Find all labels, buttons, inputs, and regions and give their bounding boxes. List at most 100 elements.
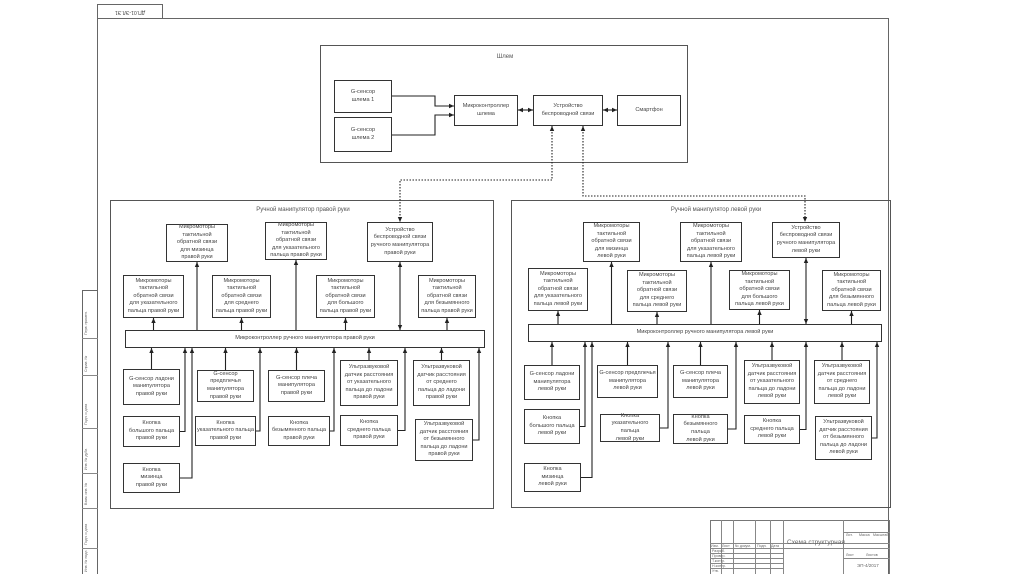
left-ur-to-mcu-arrow: [872, 342, 880, 439]
right-tactile-middle-box: Микромоторы тактильной обратной связи дл…: [212, 275, 271, 318]
left-ultrasound-ring-box: Ультразвуковой датчик расстояния от безы…: [815, 416, 872, 460]
right-button-middle-box: Кнопка среднего пальца правой руки: [340, 415, 398, 446]
right-g-sensor-shoulder-box: G-сенсор плеча манипулятора правой руки: [268, 370, 325, 402]
title-block-rule: [783, 548, 890, 549]
side-strip-divider: [82, 428, 98, 429]
left-g-sensor-forearm-box: G-сенсор предплечья манипулятора левой р…: [597, 365, 658, 398]
drawing-code: ЭП-4/2017: [857, 563, 879, 568]
helmet-left-hand-wireless-link: [580, 126, 808, 222]
left-g-sensor-palm-box: G-сенсор ладони манипулятора левой руки: [524, 365, 580, 400]
side-strip-divider: [82, 375, 98, 376]
right-bp-to-mcu-arrow: [180, 348, 195, 479]
left-hand-title: Ручной манипулятор левой руки: [670, 207, 762, 213]
left-bp-to-mcu-arrow: [581, 342, 595, 479]
right-hand-group: [110, 200, 494, 509]
left-g-sensor-shoulder-box: G-сенсор плеча манипулятора левой руки: [673, 365, 728, 398]
g-sensor-helmet-2-box: G-сенсор шлема 2: [334, 117, 392, 152]
helmet-g2-to-mcu-arrow: [392, 112, 454, 136]
title-block-role: Разраб.: [712, 549, 725, 553]
right-bm-to-mcu-arrow: [398, 348, 408, 432]
title-block-rule: [710, 548, 783, 549]
g-sensor-helmet-1-box: G-сенсор шлема 1: [334, 80, 392, 113]
left-bi-to-mcu-arrow: [660, 342, 671, 429]
title-block-role: Н.контр.: [712, 564, 726, 568]
left-button-ring-box: Кнопка безымянного пальца левой руки: [673, 414, 728, 444]
right-ur-to-mcu-arrow: [473, 348, 482, 441]
side-strip: [82, 290, 98, 574]
left-tactile-middle-box: Микромоторы тактильной обратной связи дл…: [627, 270, 687, 312]
title-block-rule: [710, 568, 783, 569]
right-tactile-index-top-box: Микромоторы тактильной обратной связи дл…: [265, 222, 327, 260]
left-ultrasound-middle-box: Ультразвуковой датчик расстояния от сред…: [814, 360, 870, 404]
right-hand-mcu-box: Микроконтроллер ручного манипулятора пра…: [125, 330, 485, 348]
title-block-rule: [710, 558, 783, 559]
helmet-title: Шлем: [496, 54, 514, 60]
title-block-rule: [755, 520, 756, 574]
right-hand-wireless-box: Устройство беспроводной связи ручного ма…: [367, 222, 433, 262]
title-block-role: Провер.: [712, 554, 726, 558]
title-block-role: Т.контр.: [712, 559, 726, 563]
title-block: [710, 520, 890, 574]
title-block-rule: [710, 543, 890, 544]
title-block-rule: [710, 563, 783, 564]
title-block-rule: [710, 553, 783, 554]
helmet-wireless-box: Устройство беспроводной связи: [533, 95, 603, 126]
helmet-g1-to-mcu-arrow: [392, 95, 454, 109]
title-block-rule: [783, 520, 784, 574]
helmet-right-hand-wireless-link: [397, 126, 555, 222]
right-g-sensor-forearm-box: G-сенсор предплечья манипулятора правой …: [197, 370, 254, 402]
left-button-middle-box: Кнопка среднего пальца левой руки: [744, 415, 800, 444]
right-hand-title: Ручной манипулятор правой руки: [256, 207, 350, 213]
right-tactile-pinky-box: Микромоторы тактильной обратной связи дл…: [166, 224, 228, 262]
side-strip-divider: [82, 338, 98, 339]
left-bm-to-mcu-arrow: [800, 342, 809, 431]
title-block-header: Изм.: [711, 544, 719, 548]
title-block-lit: Лит.: [846, 533, 853, 537]
title-block-scale: Масштаб: [873, 533, 889, 537]
side-strip-divider: [82, 548, 98, 549]
right-button-ring-box: Кнопка безымянного пальца правой руки: [268, 416, 330, 446]
title-block-sheets: Листов: [866, 553, 878, 557]
right-button-pinky-box: Кнопка мизинца правой руки: [123, 463, 180, 493]
title-block-rule: [843, 520, 844, 574]
left-br-to-mcu-arrow: [728, 342, 739, 430]
right-ultrasound-middle-box: Ультразвуковой датчик расстояния от сред…: [413, 360, 470, 406]
title-block-rule: [843, 532, 890, 533]
left-tactile-ring-box: Микромоторы тактильной обратной связи дл…: [822, 270, 881, 311]
smartphone-box: Смартфон: [617, 95, 681, 126]
left-hand-mcu-box: Микроконтроллер ручного манипулятора лев…: [528, 324, 882, 342]
left-tactile-thumb-box: Микромоторы тактильной обратной связи дл…: [729, 270, 790, 310]
right-ultrasound-ring-box: Ультразвуковой датчик расстояния от безы…: [415, 419, 473, 461]
left-tactile-pinky-box: Микромоторы тактильной обратной связи дл…: [583, 222, 640, 262]
title-block-header: Лист: [722, 544, 730, 548]
left-tactile-index-top-box: Микромоторы тактильной обратной связи дл…: [680, 222, 742, 262]
helmet-mcu-box: Микроконтроллер шлема: [454, 95, 518, 126]
right-tactile-thumb-box: Микромоторы тактильной обратной связи дл…: [316, 275, 375, 318]
left-button-index-box: Кнопка указательного пальца левой руки: [600, 413, 660, 442]
right-tactile-ring-box: Микромоторы тактильной обратной связи дл…: [418, 275, 476, 318]
side-strip-divider: [82, 473, 98, 474]
title-block-rule: [770, 520, 771, 574]
left-button-pinky-box: Кнопка мизинца левой руки: [524, 463, 581, 492]
title-block-role: Утв.: [712, 569, 719, 573]
left-hand-wireless-box: Устройство беспроводной связи ручного ма…: [772, 222, 840, 258]
right-br-to-mcu-arrow: [330, 348, 337, 432]
left-tactile-index-box: Микромоторы тактильной обратной связи дл…: [528, 268, 588, 311]
title-block-rule: [733, 520, 734, 574]
side-strip-divider: [82, 508, 98, 509]
title-block-rule: [721, 520, 722, 574]
left-bt-to-mcu-arrow: [580, 342, 588, 428]
drawing-title: Схема структурная: [787, 539, 845, 546]
title-block-sheet: Лист: [846, 553, 854, 557]
stamp-box: ДП.01-ЭЛ.Э1: [97, 4, 163, 19]
right-ultrasound-index-box: Ультразвуковой датчик расстояния от указ…: [340, 360, 398, 406]
title-block-mass: Масса: [859, 533, 870, 537]
left-button-thumb-box: Кнопка большого пальца левой руки: [524, 409, 580, 444]
right-bt-to-mcu-arrow: [180, 348, 188, 433]
left-ultrasound-index-box: Ультразвуковой датчик расстояния от указ…: [744, 360, 800, 404]
right-tactile-index-box: Микромоторы тактильной обратной связи дл…: [123, 275, 184, 318]
right-g-sensor-palm-box: G-сенсор ладони манипулятора правой руки: [123, 369, 180, 405]
right-button-thumb-box: Кнопка большого пальца правой руки: [123, 416, 180, 447]
